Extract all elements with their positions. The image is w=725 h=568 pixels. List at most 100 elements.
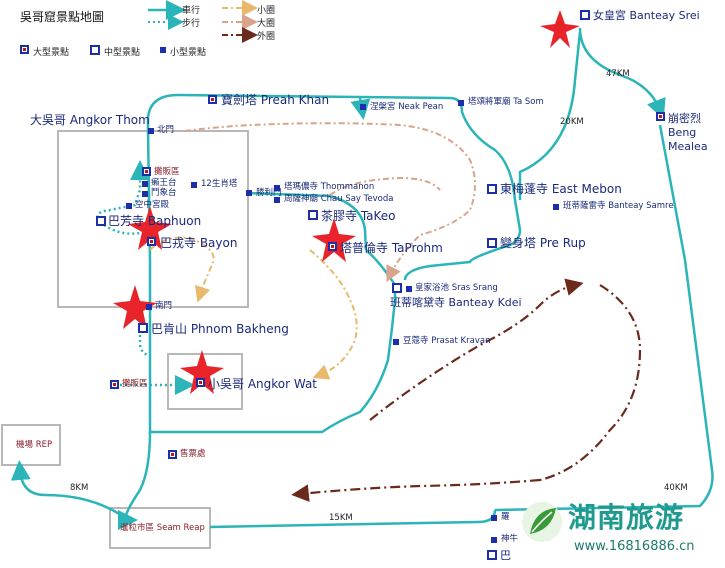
label-neak-pean: 涅槃宮 Neak Pean [370, 102, 444, 112]
big-loop [184, 122, 476, 283]
siem-reap-box [109, 507, 211, 549]
label-phimeanakas: 空中宮殿 [135, 200, 170, 210]
label-twelve-towers: 12生肖塔 [201, 179, 238, 189]
airport-box [1, 424, 61, 466]
label-victory-gate: 勝利門 [256, 188, 282, 198]
medium-site-icon [90, 45, 100, 55]
label-baphuon: 巴芳寺 Baphuon [108, 214, 202, 228]
watermark-url: www.16816886.cn [574, 539, 695, 554]
legend-outer-loop: 外圈 [257, 32, 276, 42]
label-sras-srang: 皇家浴池 Sras Srang [415, 283, 498, 293]
label-roluos-1: 羅 [501, 512, 510, 522]
label-bayon: 巴戎寺 Bayon [160, 236, 238, 250]
label-north-gate: 北門 [157, 125, 175, 135]
roluos-marker-2 [491, 537, 497, 543]
star-bayon [128, 206, 172, 250]
label-vendor-area: 攤販區 [154, 167, 180, 177]
label-angkor-thom: 大吳哥 Angkor Thom [30, 113, 150, 127]
label-elephant-terrace: 鬥象台 [151, 188, 177, 198]
star-angkor-wat [180, 350, 224, 394]
roluos-marker-3 [487, 550, 497, 560]
neak-pean-marker [360, 104, 366, 110]
prasat-kravan-marker [393, 339, 399, 345]
ta-keo-marker [308, 210, 318, 220]
legend-car: 車行 [182, 6, 201, 16]
ticket-office-marker [168, 450, 177, 459]
watermark [520, 500, 564, 548]
beng-mealea-marker [656, 112, 665, 121]
label-phnom-bakheng: 巴肯山 Phnom Bakheng [151, 322, 289, 336]
watermark-text: 湖南旅游 [568, 501, 685, 534]
roluos-marker-1 [491, 515, 497, 521]
big-loop-2 [329, 176, 441, 196]
angkor-wat-marker [196, 378, 205, 387]
label-banteay-samre: 班蒂薩雷寺 Banteay Samre [563, 201, 674, 211]
label-airport: 機場 REP [16, 440, 53, 450]
outer-loop-2 [539, 284, 642, 482]
star-taprohm [312, 218, 356, 262]
east-mebon-marker [487, 184, 497, 194]
label-roluos-3: 巴 [500, 549, 511, 562]
label-angkor-wat: 小吳哥 Angkor Wat [208, 377, 318, 391]
angkor-wat-box [167, 353, 243, 410]
legend-small: 小型景點 [170, 48, 207, 58]
vendor-area-marker [110, 380, 119, 389]
label-ticket-office: 售票處 [180, 449, 206, 459]
pre-rup-marker [487, 238, 497, 248]
preah-khan-marker [208, 95, 217, 104]
distance-40km: 40KM [664, 483, 688, 493]
sras-srang-marker [392, 283, 402, 293]
distance-20km: 20KM [560, 117, 584, 127]
legend-title: 吳哥窟景點地圖 [20, 10, 105, 24]
small-loop [149, 236, 215, 303]
label-preah-khan: 寶劍塔 Preah Khan [221, 93, 330, 107]
north-gate-marker [148, 128, 154, 134]
legend-lines [148, 0, 258, 43]
ta-prohm-marker [328, 242, 337, 251]
label-ta-keo: 茶膠寺 TaKeo [321, 209, 396, 223]
chau-say-marker [274, 197, 280, 203]
label-leper-king: 癩王台 [151, 178, 177, 188]
large-site-icon [20, 45, 29, 54]
label-vendor-area-2: 攤販區 [122, 379, 148, 389]
sras-srang-small-marker [406, 286, 412, 292]
banteay-srei-marker [580, 10, 590, 20]
small-loop-2 [309, 249, 358, 380]
thommanon-marker [274, 185, 280, 191]
label-ta-prohm: 塔普倫寺 TaProhm [340, 241, 443, 255]
label-roluos-2: 神牛 [501, 534, 519, 544]
leper-king-marker [142, 181, 148, 187]
distance-15km: 15KM [329, 513, 353, 523]
label-east-mebon: 東梅蓬寺 East Mebon [500, 182, 622, 196]
elephant-terrace-marker [142, 191, 148, 197]
label-pre-rup: 變身塔 Pre Rup [500, 236, 586, 250]
label-thommanon: 塔瑪儂寺 Thommanon [284, 182, 375, 192]
baphuon-marker [96, 216, 106, 226]
label-prasat-kravan: 豆蔻寺 Prasat Kravan [403, 336, 491, 346]
legend-large: 大型景點 [33, 48, 70, 58]
highlight-stars [113, 10, 580, 394]
victory-gate-marker [246, 190, 252, 196]
label-chau-say: 周薩神廟 Chau Say Tevoda [284, 194, 394, 204]
bayon-marker [147, 237, 156, 246]
outer-loop-3 [291, 478, 541, 502]
banteay-samre-marker [553, 204, 559, 210]
legend-big-loop: 大圈 [257, 19, 276, 29]
phimeanakas-marker [126, 203, 132, 209]
label-banteay-srei: 女皇宮 Banteay Srei [593, 9, 700, 22]
distance-8km: 8KM [70, 483, 89, 493]
label-ta-som: 塔頌將軍廟 Ta Som [468, 97, 544, 107]
outer-loop [369, 278, 584, 421]
distance-47km: 47KM [606, 69, 630, 79]
twelve-towers-marker [191, 182, 197, 188]
leaf-logo-icon [522, 502, 562, 542]
small-site-icon [160, 47, 166, 53]
star-south-gate [113, 285, 157, 329]
star-banteay-srei [540, 10, 580, 48]
car-routes [10, 27, 714, 530]
legend-walk: 步行 [182, 19, 201, 29]
south-gate-marker [146, 304, 152, 310]
label-banteay-kdei: 班蒂喀黛寺 Banteay Kdei [390, 296, 522, 309]
